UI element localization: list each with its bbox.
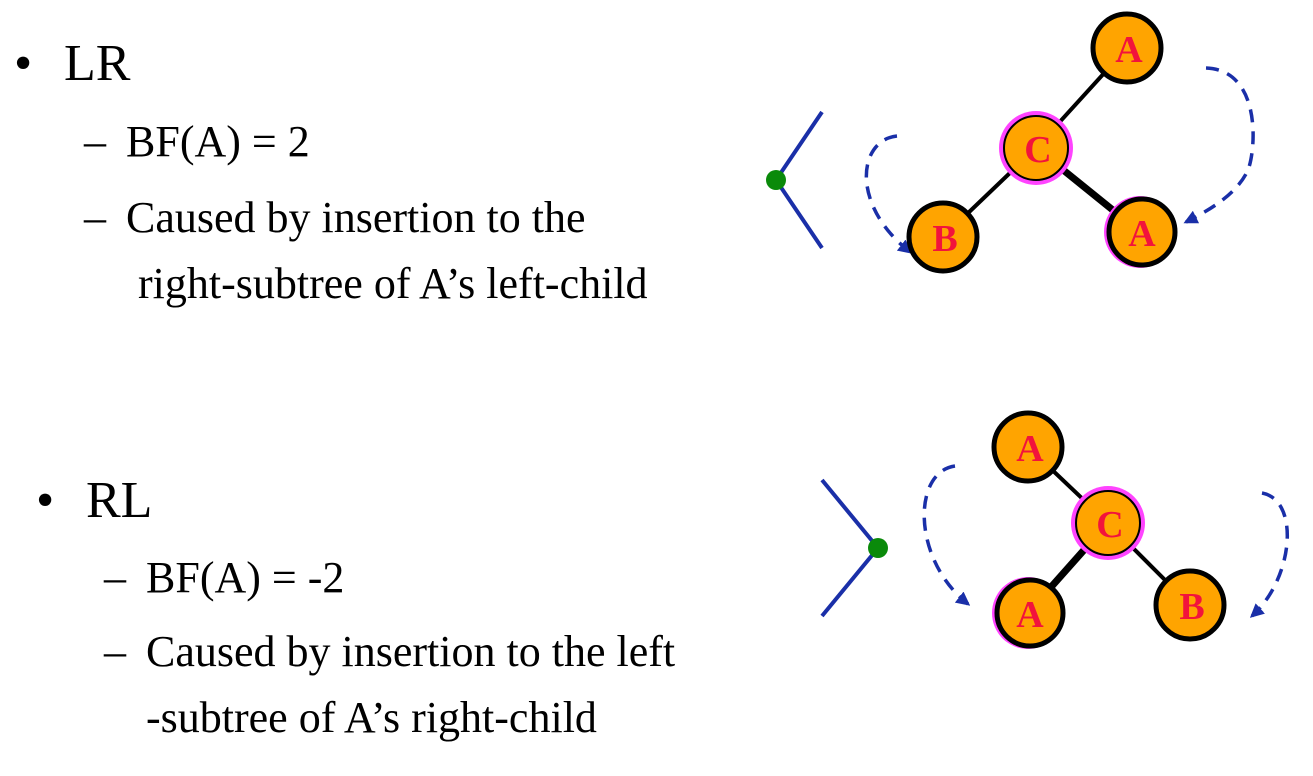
rl-cause-continuation: -subtree of A’s right-child [146,693,597,742]
lr-heading: LR [64,35,131,92]
lr-rotation-arrow-left [864,134,913,254]
rl-dash-1: – [104,553,126,602]
lr-node-middle: C [999,111,1073,185]
rl-bullet: • [36,472,55,529]
rl-bracket-dot [868,538,888,558]
lr-rotation-arrow-right [1183,66,1255,224]
rl-heading: RL [86,472,153,529]
lr-diagram: A C B A [766,11,1255,274]
rl-bf-text: BF(A) = -2 [146,553,345,602]
rl-node-right-label: B [1179,586,1204,628]
lr-dash-2: – [84,193,106,242]
rl-cause-text: Caused by insertion to the left [146,627,676,676]
lr-node-right: A [1104,196,1178,268]
lr-node-root-label: A [1115,29,1143,71]
lr-bracket-dot [766,170,786,190]
rl-diagram: A C A B [820,410,1289,649]
rl-dash-2: – [104,627,126,676]
rl-rotation-arrow-right [1249,491,1289,618]
lr-node-left-label: B [932,218,957,260]
rl-node-root-label: A [1016,428,1044,470]
rl-node-middle-label: C [1096,504,1123,546]
rl-node-middle: C [1071,486,1145,560]
lr-bf-text: BF(A) = 2 [126,117,310,166]
rl-node-left: A [992,577,1066,649]
lr-cause-continuation: right-subtree of A’s left-child [138,259,648,308]
lr-node-right-label: A [1128,213,1156,255]
rl-node-root: A [991,410,1065,484]
lr-node-left: B [906,200,980,274]
rl-node-right: B [1153,568,1227,642]
lr-node-root: A [1090,11,1164,85]
lr-bullet: • [14,35,33,92]
lr-dash-1: – [84,117,106,166]
rl-node-left-label: A [1016,594,1044,636]
rl-rotation-arrow-left [922,464,971,606]
lr-cause-text: Caused by insertion to the [126,193,586,242]
lr-node-middle-label: C [1024,129,1051,171]
